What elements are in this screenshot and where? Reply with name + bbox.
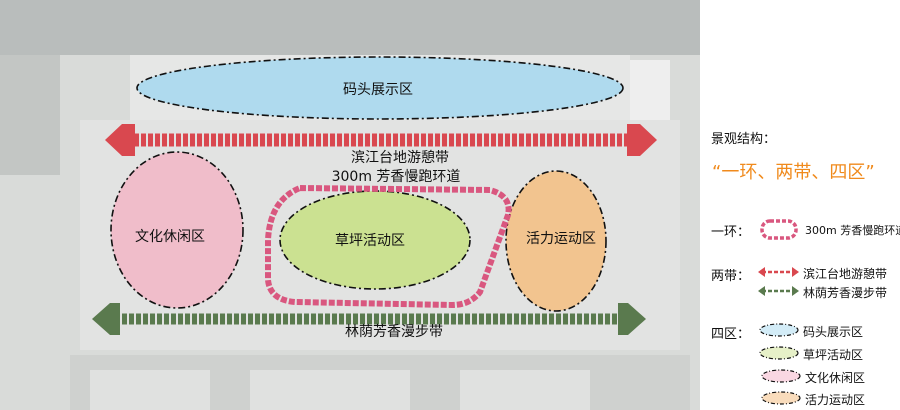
water-area bbox=[0, 0, 700, 55]
legend-zone-item: 活力运动区 bbox=[805, 393, 866, 407]
legend-zones-label: 四区： bbox=[711, 327, 751, 342]
zone-dock bbox=[136, 56, 624, 120]
jogging-ring-label: 300m 芳香慢跑环道 bbox=[331, 169, 461, 185]
culture-zone-legend-icon bbox=[761, 369, 801, 383]
legend-ring-label: 一环： bbox=[711, 225, 751, 240]
zone-vitality bbox=[505, 170, 607, 312]
legend-belt-item: 滨江台地游憩带 bbox=[803, 267, 888, 281]
legend-zone-item: 码头展示区 bbox=[803, 325, 864, 339]
legend-belts-label: 两带： bbox=[711, 269, 751, 284]
water-inlet bbox=[0, 55, 60, 175]
dock-zone-legend-icon bbox=[759, 323, 799, 337]
zone-dock-label: 码头展示区 bbox=[343, 82, 413, 98]
legend-panel bbox=[700, 0, 900, 410]
forest-belt-arrow bbox=[92, 303, 646, 335]
legend-zone-item: 文化休闲区 bbox=[805, 371, 866, 385]
riverside-belt-arrow bbox=[105, 124, 657, 156]
ring-legend-icon bbox=[760, 219, 798, 240]
lawn-zone-legend-icon bbox=[759, 346, 799, 360]
zone-culture bbox=[110, 151, 244, 309]
jogging-ring bbox=[265, 184, 512, 309]
zone-culture-label: 文化休闲区 bbox=[135, 229, 205, 245]
legend-zone-item: 草坪活动区 bbox=[803, 348, 864, 362]
zone-lawn-label: 草坪活动区 bbox=[335, 233, 405, 249]
forest-belt-label: 林荫芳香漫步带 bbox=[345, 324, 443, 340]
legend-belt-item: 林荫芳香漫步带 bbox=[803, 286, 888, 300]
riverside-belt-label: 滨江台地游憩带 bbox=[351, 150, 449, 166]
legend-heading: 景观结构： bbox=[711, 132, 777, 147]
zone-vitality-label: 活力运动区 bbox=[526, 231, 596, 247]
vitality-zone-legend-icon bbox=[761, 391, 801, 405]
riverside-belt-legend-icon bbox=[758, 267, 799, 277]
building bbox=[250, 370, 410, 410]
legend-title: “一环、两带、四区” bbox=[712, 162, 875, 183]
building bbox=[90, 370, 210, 410]
forest-belt-legend-icon bbox=[758, 286, 799, 296]
building-block bbox=[630, 60, 670, 130]
building bbox=[460, 370, 590, 410]
legend-ring-item: 300m 芳香慢跑环道 bbox=[805, 224, 900, 237]
